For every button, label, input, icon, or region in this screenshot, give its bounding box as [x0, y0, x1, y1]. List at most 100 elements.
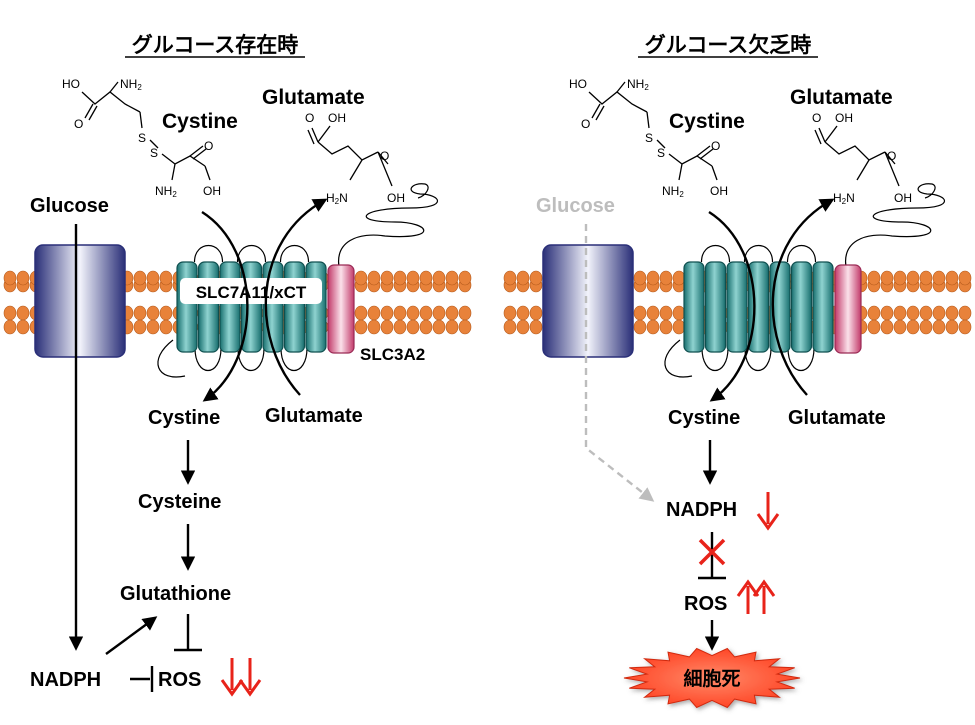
- lipid-head: [3, 305, 17, 321]
- lipid-head: [516, 319, 530, 335]
- xct-loop: [787, 347, 815, 372]
- right-glutamate-out-label: Glutamate: [788, 407, 886, 429]
- xct-helix: [305, 261, 327, 353]
- right-panel: グルコース欠乏時 HO NH2 O S S O NH2 OH Cystine: [503, 33, 972, 709]
- left-glucose-label: Glucose: [30, 195, 109, 217]
- lipid-head: [367, 270, 381, 286]
- lipid-head: [458, 270, 472, 286]
- lipid-head: [516, 305, 530, 321]
- right-glutamate-export-arrow: [771, 198, 835, 396]
- lipid-head: [633, 319, 647, 335]
- chem-o-r: O: [581, 117, 590, 131]
- xct-helix: [219, 261, 241, 353]
- xct-helix: [283, 261, 306, 353]
- lipid-head: [880, 305, 894, 321]
- chem-nh2-b-r: NH2: [662, 184, 684, 199]
- lipid-head: [380, 305, 394, 321]
- lipid-head: [867, 270, 881, 286]
- chem-ho-r: HO: [569, 77, 587, 91]
- right-cystine-in-label: Cystine: [668, 407, 740, 429]
- lipid-head: [458, 319, 472, 335]
- lipid-head: [354, 305, 368, 321]
- lipid-head: [354, 270, 368, 286]
- lipid-head: [146, 319, 160, 335]
- lipid-head: [503, 319, 517, 335]
- chem-oh: OH: [203, 184, 221, 198]
- lipid-head: [445, 319, 459, 335]
- chem-o2-r: O: [711, 139, 720, 153]
- chem-o: O: [74, 117, 83, 131]
- chem-s1: S: [138, 131, 146, 145]
- lipid-head: [932, 270, 946, 286]
- xct-loop: [743, 245, 774, 263]
- lipid-head: [3, 319, 17, 335]
- lipid-head: [646, 305, 660, 321]
- left-cystine-in-label: Cystine: [148, 407, 220, 429]
- lipid-head: [516, 270, 530, 286]
- left-glutamate-molecule: O OH H2N O OH: [305, 111, 405, 206]
- chem-nh2-b: NH2: [155, 184, 177, 199]
- left-cystine-top-label: Cystine: [162, 110, 238, 133]
- chem-h2n-r: H2N: [833, 191, 855, 206]
- lipid-head: [932, 319, 946, 335]
- lipid-head: [133, 305, 147, 321]
- xct-helix: [197, 261, 220, 353]
- xct-helix: [812, 261, 834, 353]
- left-slc3a2-label: SLC3A2: [360, 345, 425, 364]
- lipid-head: [945, 305, 959, 321]
- right-cystine-top-label: Cystine: [669, 110, 745, 133]
- lipid-head: [945, 319, 959, 335]
- lipid-head: [159, 270, 173, 286]
- chem-nh2: NH2: [120, 77, 142, 92]
- lipid-head: [159, 319, 173, 335]
- lipid-head: [906, 305, 920, 321]
- chem-oh3: OH: [387, 191, 405, 205]
- chem-oh2: OH: [328, 111, 346, 125]
- left-nadph-glutathione-arrow: [105, 616, 158, 655]
- xct-helix: [683, 261, 705, 353]
- lipid-head: [529, 305, 543, 321]
- lipid-head: [503, 305, 517, 321]
- lipid-head: [393, 270, 407, 286]
- lipid-head: [646, 319, 660, 335]
- lipid-head: [932, 305, 946, 321]
- right-glutamate-molecule: O OH H2N O OH: [812, 111, 912, 206]
- lipid-head: [16, 305, 30, 321]
- right-xct-transporter: [664, 245, 834, 378]
- right-glucose-label: Glucose: [536, 195, 615, 217]
- lipid-head: [906, 319, 920, 335]
- lipid-head: [406, 305, 420, 321]
- lipid-head: [367, 305, 381, 321]
- right-cystine-molecule: HO NH2 O S S O NH2 OH: [569, 77, 728, 199]
- lipid-head: [458, 305, 472, 321]
- left-ros-decrease-icon: [220, 658, 262, 697]
- lipid-head: [445, 305, 459, 321]
- lipid-head: [419, 270, 433, 286]
- xct-loop: [236, 245, 267, 263]
- lipid-head: [16, 319, 30, 335]
- lipid-head: [893, 270, 907, 286]
- chem-o3: O: [305, 111, 314, 125]
- left-ros-label: ROS: [158, 669, 201, 691]
- lipid-head: [893, 305, 907, 321]
- left-glutathione-label: Glutathione: [120, 583, 231, 605]
- chem-oh3-r: OH: [894, 191, 912, 205]
- right-ros-label: ROS: [684, 593, 727, 615]
- lipid-head: [646, 270, 660, 286]
- lipid-head: [419, 319, 433, 335]
- chem-oh2-r: OH: [835, 111, 853, 125]
- chem-s2: S: [150, 146, 158, 160]
- lipid-head: [659, 270, 673, 286]
- chem-oh-r: OH: [710, 184, 728, 198]
- chem-ho: HO: [62, 77, 80, 91]
- xct-helix: [790, 261, 813, 353]
- lipid-head: [906, 270, 920, 286]
- left-glutamate-top-label: Glutamate: [262, 86, 365, 109]
- chem-s2-r: S: [657, 146, 665, 160]
- left-cystine-molecule: HO NH2 O S S O NH2 OH: [62, 77, 221, 199]
- lipid-head: [529, 319, 543, 335]
- right-nadph-label: NADPH: [666, 499, 737, 521]
- lipid-head: [146, 270, 160, 286]
- xct-loop: [701, 347, 729, 372]
